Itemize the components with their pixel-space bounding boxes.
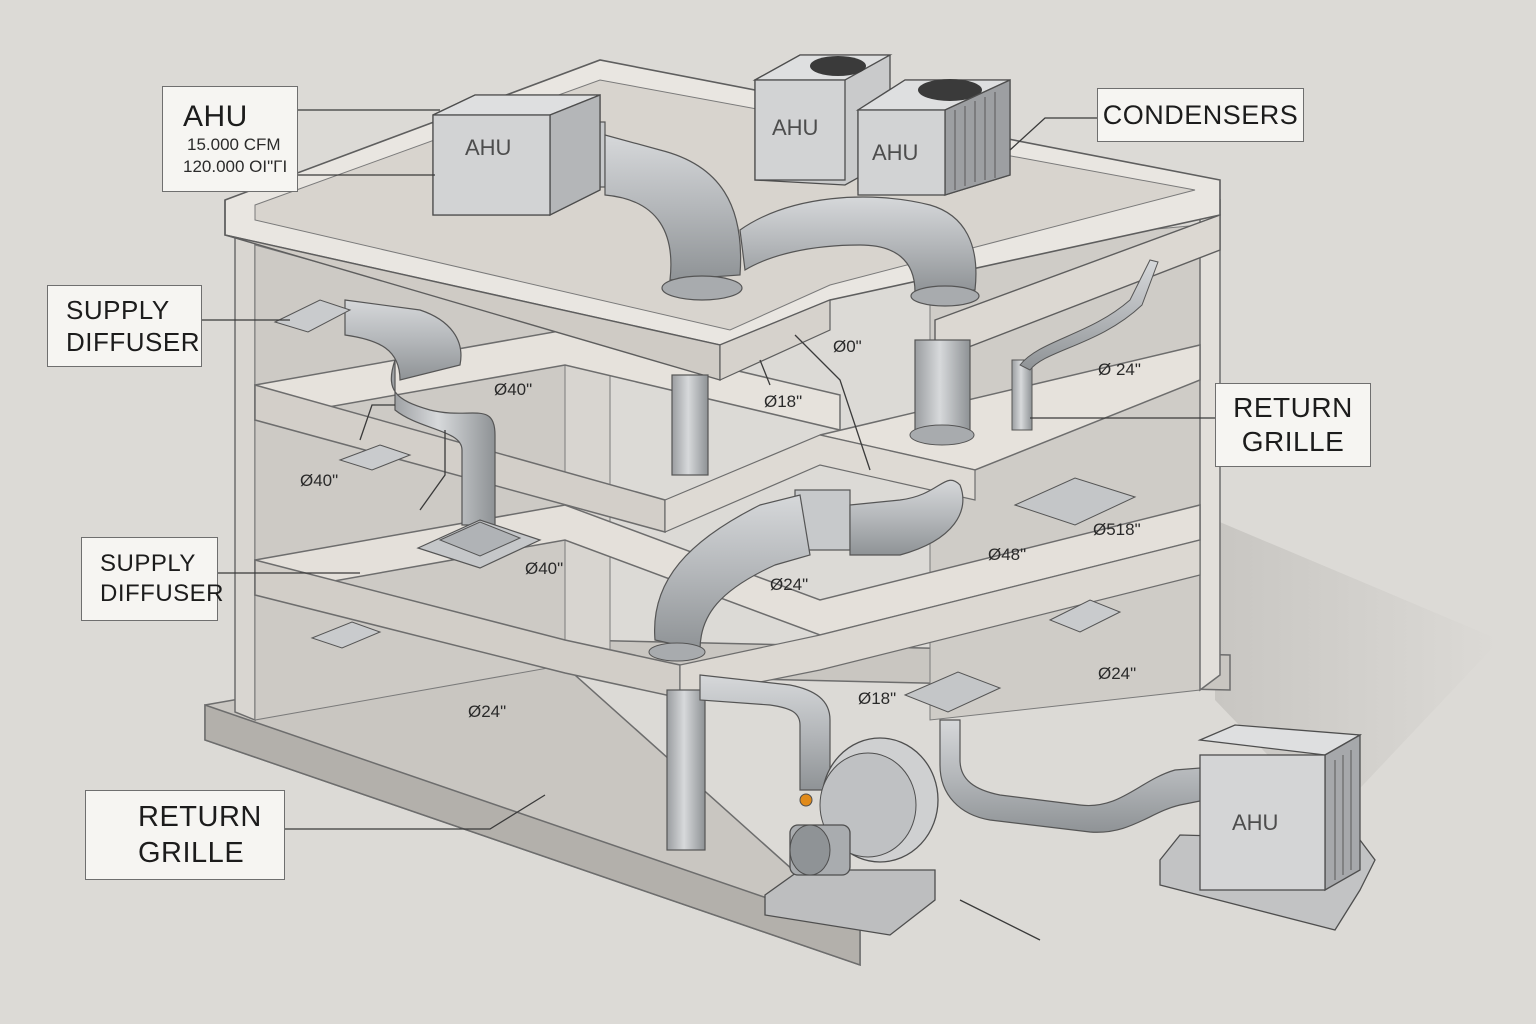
callout-supply-diffuser-upper: SUPPLY DIFFUSER <box>47 285 202 367</box>
callout-supply-diffuser-lower-line2: DIFFUSER <box>100 580 224 607</box>
callout-supply-diffuser-lower-line1: SUPPLY <box>100 550 196 577</box>
dim-left-upper: Ø40" <box>494 380 533 399</box>
roof-ahu-unit: AHU <box>432 94 601 217</box>
condenser-unit-1: AHU <box>752 54 893 186</box>
callout-return-grille-right: RETURN GRILLE <box>1215 383 1371 467</box>
centrifugal-fan <box>764 737 1041 941</box>
lower-right-diffuser <box>903 671 1002 713</box>
leader-lines <box>202 109 1215 830</box>
lower-right-grille <box>1048 599 1122 633</box>
dim-mid-right: Ø48" <box>988 545 1027 564</box>
dim-lower-right: Ø24" <box>1098 664 1137 683</box>
ground-ahu-unit: AHU <box>1159 724 1376 931</box>
dim-mid-center: Ø24" <box>770 575 809 594</box>
right-grille <box>1013 477 1137 526</box>
condenser-ahu-label-2: AHU <box>872 140 918 165</box>
dim-lower-left: Ø24" <box>468 702 507 721</box>
middle-duct-run <box>648 479 964 662</box>
upper-left-grille <box>338 444 412 471</box>
dim-upper-right: Ø 24" <box>1098 360 1141 379</box>
callout-return-grille-left-line2: GRILLE <box>138 837 245 869</box>
callout-return-grille-right-line1: RETURN <box>1233 392 1353 423</box>
dim-mid-left: Ø40" <box>525 559 564 578</box>
condenser-ahu-label-1: AHU <box>772 115 818 140</box>
callout-supply-diffuser-upper-line1: SUPPLY <box>66 295 170 325</box>
callout-condensers-label: CONDENSERS <box>1102 100 1299 130</box>
roof-ahu-label: AHU <box>465 135 511 160</box>
callout-condensers: CONDENSERS <box>1097 88 1304 142</box>
dim-lower-center: Ø18" <box>858 689 897 708</box>
dim-right-grille: Ø518" <box>1093 520 1141 539</box>
grilles <box>273 299 1137 713</box>
condenser-unit-2: AHU <box>855 78 1011 196</box>
left-duct-run <box>344 299 542 569</box>
lower-left-grille <box>310 621 382 649</box>
callout-ahu-cfm: 15.000 CFM <box>187 135 281 154</box>
callout-ahu-title: AHU <box>183 100 248 133</box>
callout-supply-diffuser-lower: SUPPLY DIFFUSER <box>81 537 224 621</box>
callout-return-grille-left: RETURN GRILLE <box>85 790 285 880</box>
ground-ahu-label: AHU <box>1232 810 1278 835</box>
dim-left-wall: Ø40" <box>300 471 339 490</box>
upper-left-diffuser <box>273 299 352 333</box>
callout-ahu-top: AHU 15.000 CFM 120.000 ΟΙ"ΓΙ <box>162 86 298 192</box>
callout-return-grille-right-line2: GRILLE <box>1241 426 1345 457</box>
callout-supply-diffuser-upper-line2: DIFFUSER <box>66 327 200 357</box>
ground-ductwork <box>699 674 1206 833</box>
dim-upper-mid: Ø18" <box>764 392 803 411</box>
callout-ahu-capacity: 120.000 ΟΙ"ΓΙ <box>183 157 288 176</box>
dim-roof-center: Ø0" <box>833 337 862 356</box>
vertical-ducts <box>666 259 1159 851</box>
callout-return-grille-left-line1: RETURN <box>138 801 262 833</box>
